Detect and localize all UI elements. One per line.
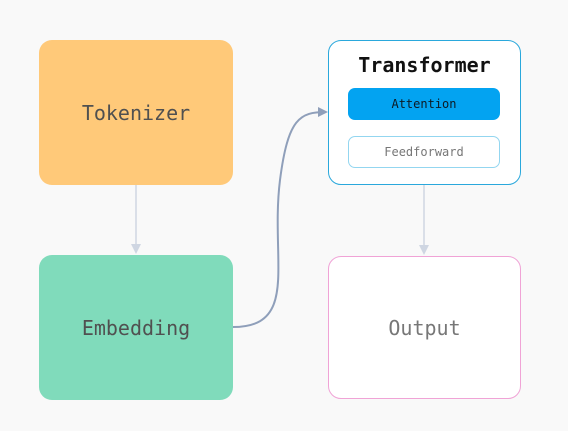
attention-sublayer[interactable]: Attention [348,88,500,120]
output-node[interactable]: Output [328,256,521,399]
tokenizer-node[interactable]: Tokenizer [39,40,233,185]
output-label: Output [388,315,461,340]
tokenizer-label: Tokenizer [81,100,191,125]
feedforward-label: Feedforward [384,145,464,159]
embedding-node[interactable]: Embedding [39,255,233,400]
feedforward-sublayer[interactable]: Feedforward [348,136,500,168]
attention-label: Attention [391,97,457,111]
edge-embedding-transformer [232,107,328,328]
transformer-title: Transformer [358,53,491,77]
transformer-node[interactable]: Transformer Attention Feedforward [328,40,521,185]
embedding-label: Embedding [81,315,191,340]
